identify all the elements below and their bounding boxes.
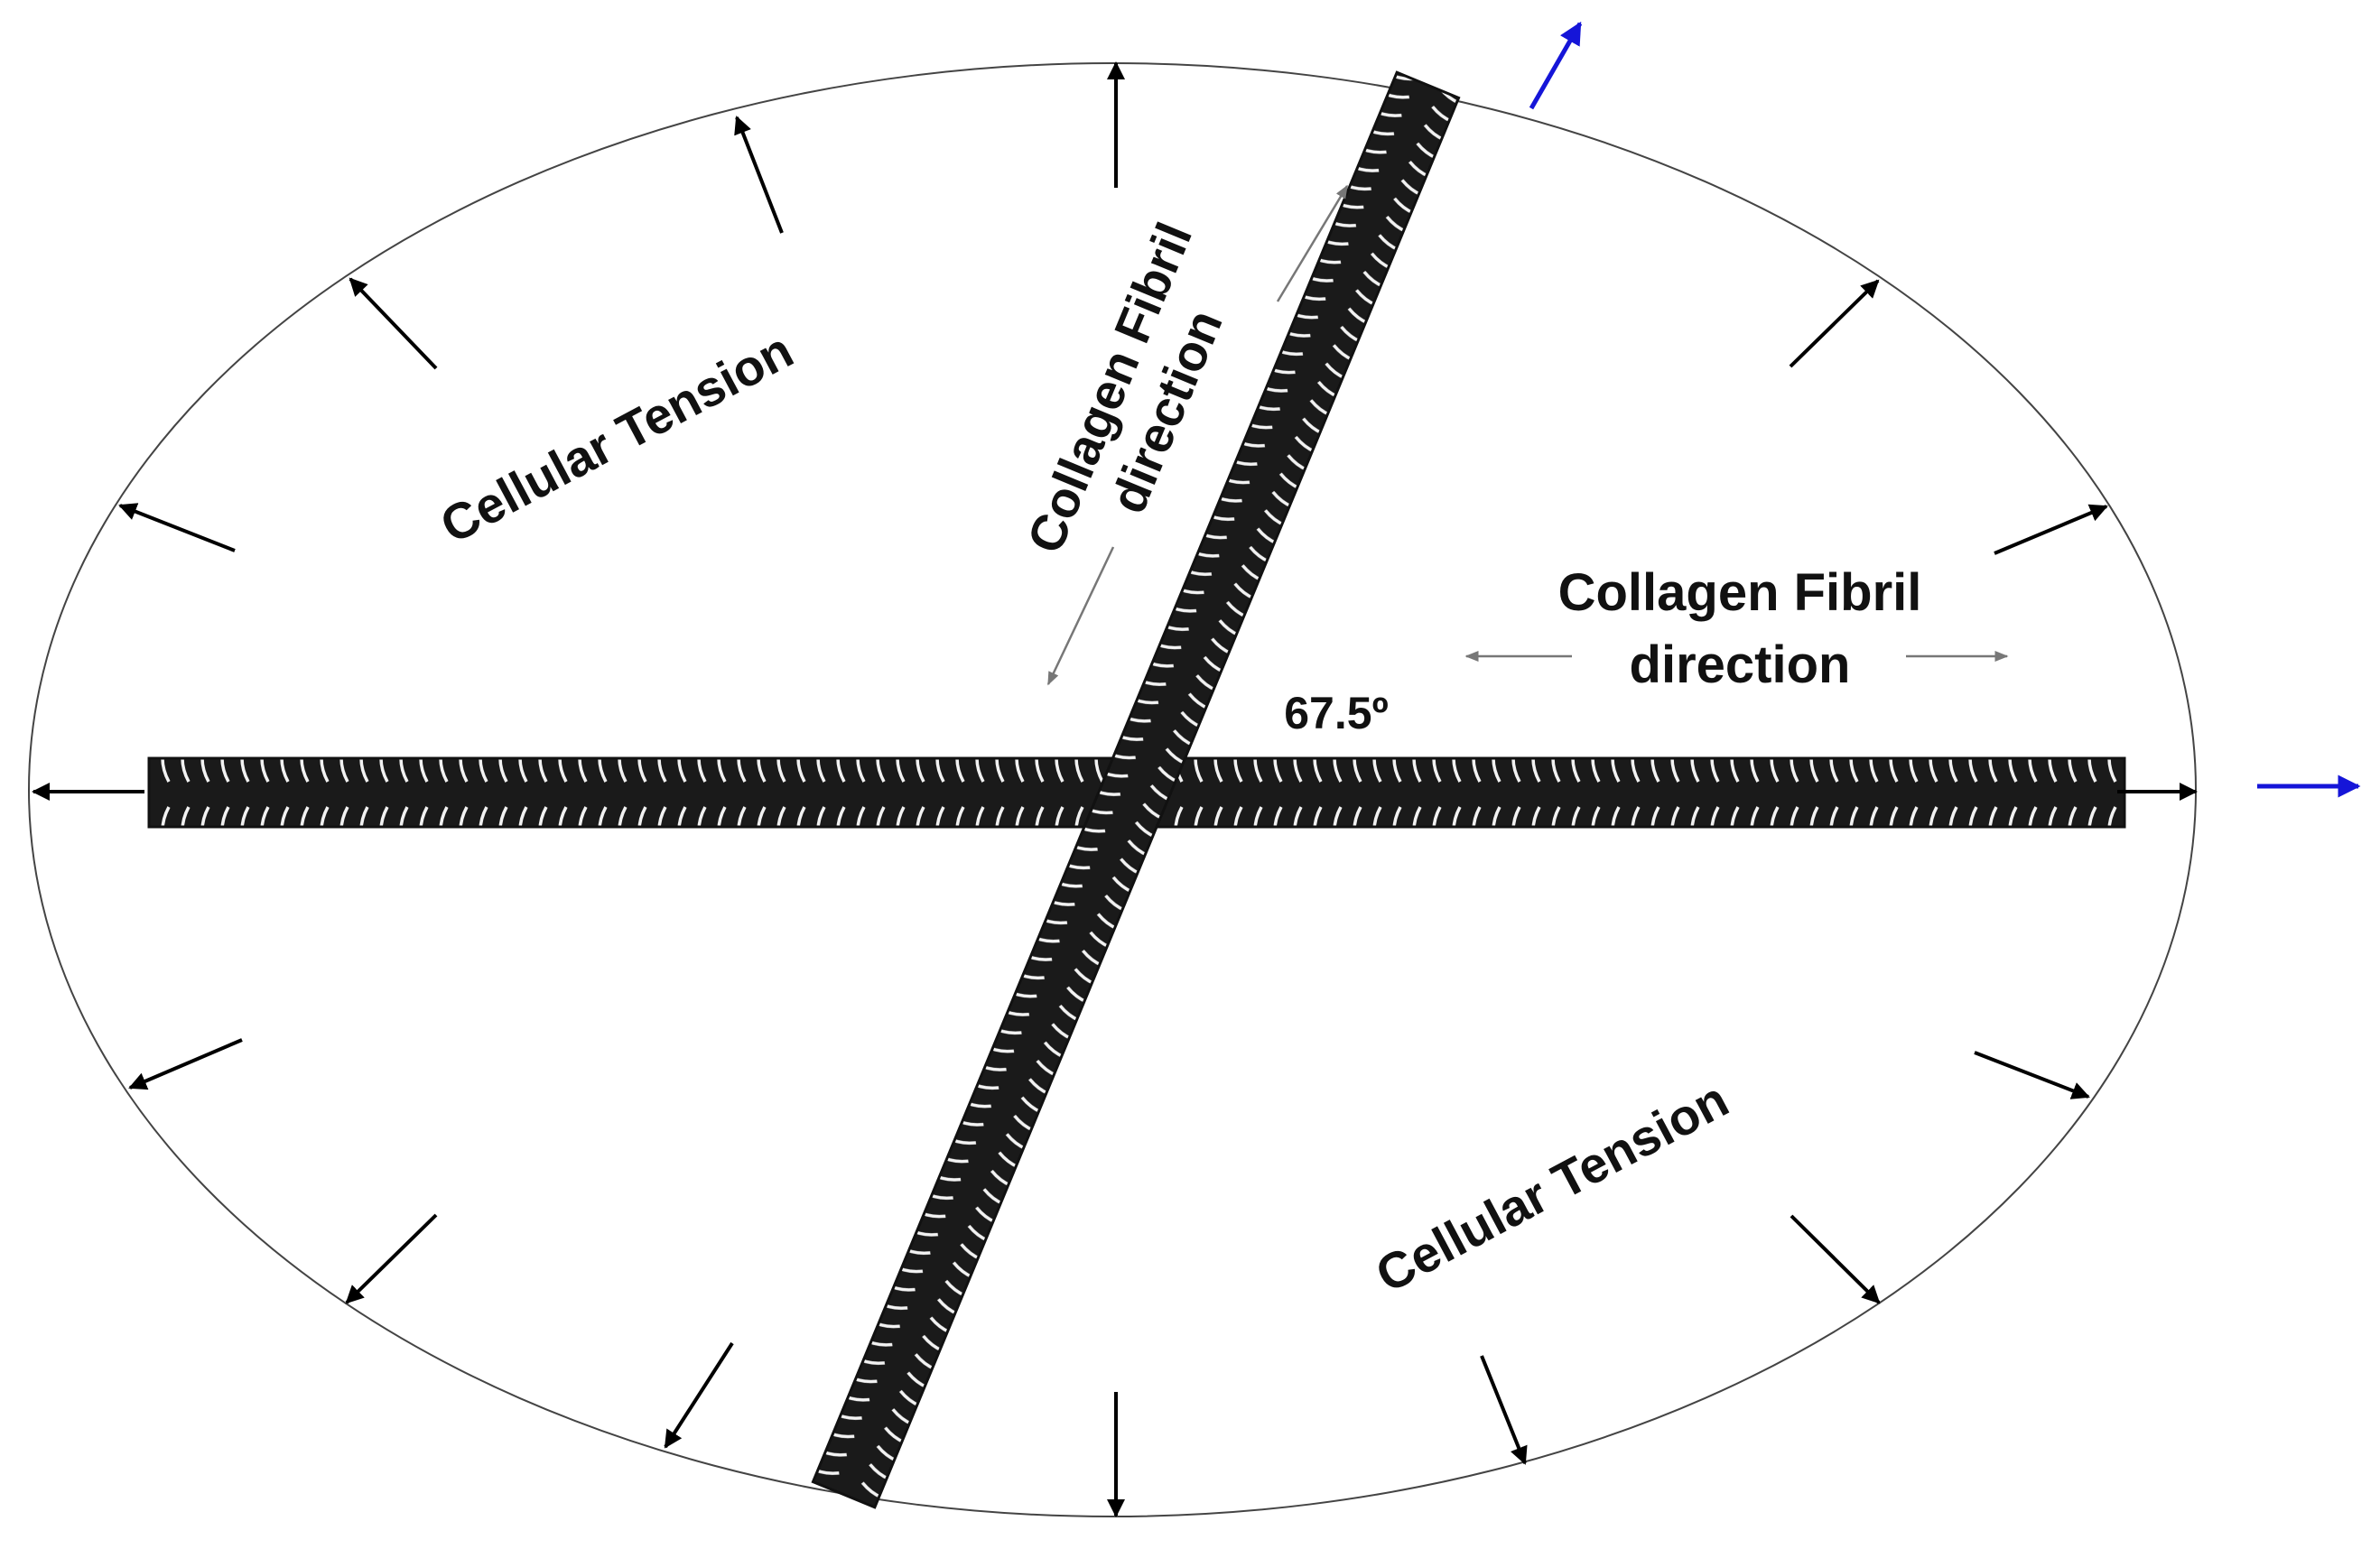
fibril-angle-label: 67.5º bbox=[1284, 688, 1389, 738]
tension-arrow-lower-left-1 bbox=[345, 1213, 438, 1304]
diagonal-collagen-fibril bbox=[811, 70, 1461, 1509]
tension-arrow-right-upper bbox=[1994, 504, 2108, 555]
tension-arrow-right-lower bbox=[1974, 1051, 2090, 1099]
diag-direction-arrow-up bbox=[1276, 184, 1349, 302]
diag-direction-arrow-down bbox=[1046, 546, 1115, 686]
tension-arrow-upper-left-1 bbox=[734, 116, 784, 234]
tension-arrow-upper-right bbox=[1789, 279, 1880, 368]
cellular-tension-label-lower: Cellular Tension bbox=[1367, 1071, 1738, 1303]
stretch-arrow-diagonal bbox=[1529, 21, 1583, 110]
fibril-direction-arrows bbox=[1046, 184, 2009, 686]
tension-arrow-lower-right-1 bbox=[1480, 1355, 1528, 1465]
tension-arrow-lower-left-2 bbox=[664, 1341, 734, 1449]
stretch-arrows bbox=[1529, 21, 2361, 798]
tension-arrow-upper-left-2 bbox=[349, 277, 438, 370]
tension-arrow-left-lower bbox=[128, 1038, 243, 1090]
fibril-direction-label-horizontal-line2: direction bbox=[1630, 635, 1851, 694]
tension-arrows bbox=[32, 61, 2198, 1517]
tension-arrow-lower-right-2 bbox=[1790, 1214, 1881, 1304]
tension-arrow-left-upper bbox=[118, 503, 236, 552]
fibril-direction-label-horizontal-line1: Collagen Fibril bbox=[1558, 563, 1922, 622]
cellular-tension-label-upper: Cellular Tension bbox=[432, 321, 803, 554]
